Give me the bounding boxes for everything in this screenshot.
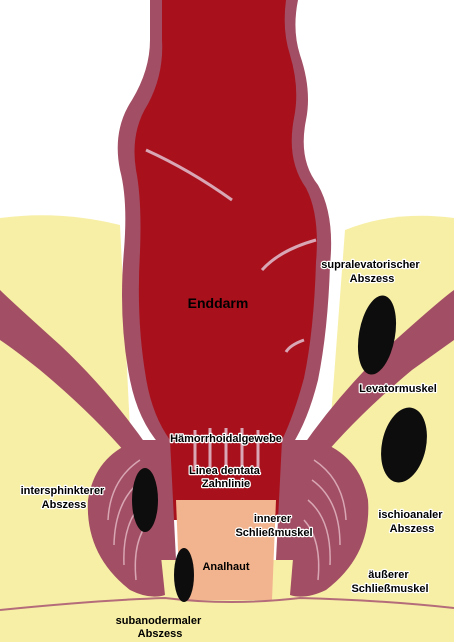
label-hemorrhoids: Hämorrhoidalgewebe [170, 433, 282, 445]
label-levator-muscle: Levatormuskel [359, 383, 437, 395]
label-anoderm: Analhaut [202, 561, 249, 573]
intersphincteric-abscess [132, 468, 158, 532]
label-rectum: Enddarm [188, 295, 249, 311]
subanodermal-abscess [174, 548, 194, 602]
